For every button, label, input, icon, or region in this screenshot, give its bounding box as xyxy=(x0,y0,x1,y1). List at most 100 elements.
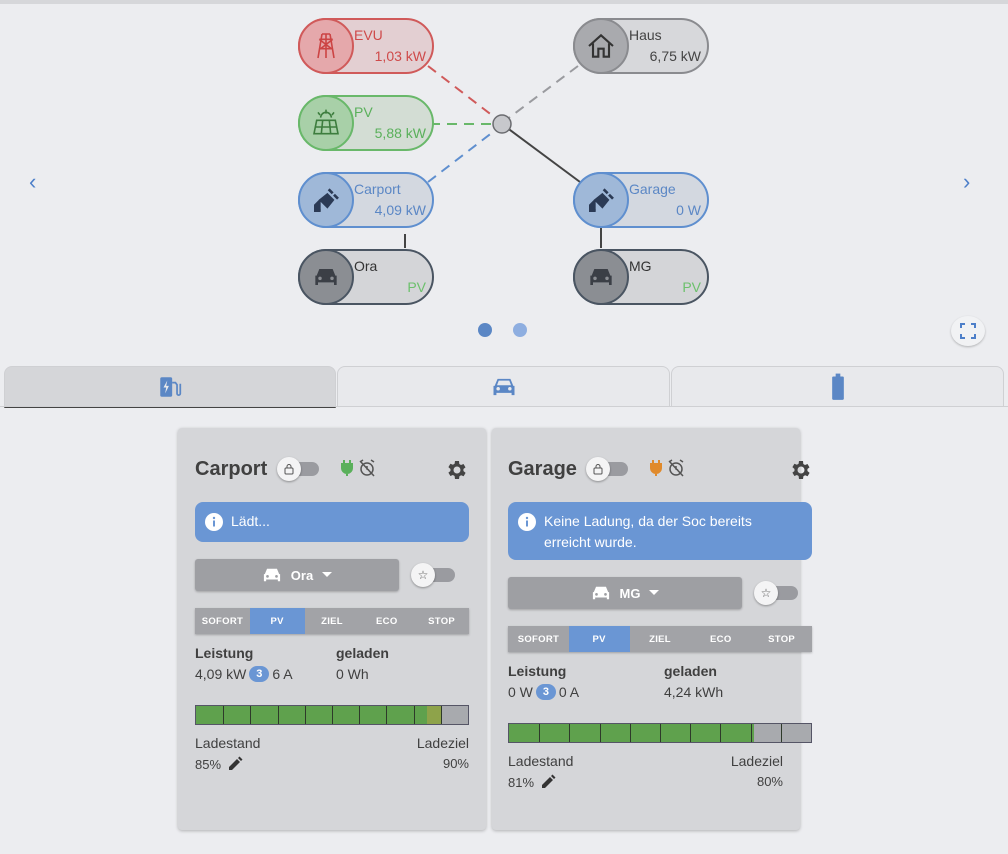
tab-battery[interactable] xyxy=(671,366,1004,407)
node-haus[interactable]: Haus 6,75 kW xyxy=(573,18,709,74)
vehicle-select-button[interactable]: Ora xyxy=(195,559,399,591)
caret-down-icon xyxy=(649,590,660,595)
status-icons xyxy=(340,459,376,477)
soc-segment-divider xyxy=(332,706,333,724)
geladen-value: 4,24 kWh xyxy=(664,684,724,700)
node-ora[interactable]: Ora PV xyxy=(298,249,434,305)
soc-segment-divider xyxy=(277,706,279,724)
node-pv-value: 5,88 kW xyxy=(374,125,426,141)
mode-pv[interactable]: PV xyxy=(249,608,305,634)
soc-segment-divider xyxy=(539,724,541,742)
soc-segment-divider xyxy=(386,706,388,724)
node-carport-value: 4,09 kW xyxy=(374,202,426,218)
geladen-value: 0 Wh xyxy=(336,666,369,682)
soc-segment-divider xyxy=(569,724,571,742)
node-mg[interactable]: MG PV xyxy=(573,249,709,305)
soc-segment-divider xyxy=(750,724,752,742)
lock-toggle[interactable] xyxy=(586,457,630,481)
tab-charge-points[interactable] xyxy=(4,366,336,408)
ladestand-value: 81% xyxy=(508,774,556,790)
soc-fill xyxy=(509,724,754,742)
top-border xyxy=(0,0,1008,4)
settings-gear-icon[interactable] xyxy=(788,458,812,482)
power-kw: 0 W xyxy=(508,684,533,700)
prev-page-button[interactable]: ‹ xyxy=(29,169,37,194)
soc-segment-divider xyxy=(304,706,306,724)
info-text: Keine Ladung, da der Soc bereits erreich… xyxy=(544,513,752,550)
charge-point-card-garage: Garage Keine Ladung, da der Soc bereits … xyxy=(492,428,812,830)
fullscreen-button[interactable] xyxy=(951,316,985,346)
house-icon xyxy=(573,18,629,74)
next-page-button[interactable]: › xyxy=(963,169,971,194)
info-message: Lädt... xyxy=(195,502,469,542)
node-mg-label: MG xyxy=(629,258,652,274)
plug-icon xyxy=(650,460,662,476)
soc-segment-divider xyxy=(250,706,252,724)
page-dot-2[interactable] xyxy=(513,323,527,337)
alarm-off-icon xyxy=(668,459,684,477)
lock-toggle[interactable] xyxy=(277,457,321,481)
ladestand-value: 85% xyxy=(195,756,243,772)
soc-segment-divider xyxy=(413,706,415,724)
mode-eco[interactable]: ECO xyxy=(359,608,415,634)
flow-hub xyxy=(492,114,512,134)
node-ora-value: PV xyxy=(407,279,426,295)
power-flow-diagram: EVU 1,03 kW PV 5,88 kW Carport 4,09 kW O… xyxy=(0,4,1008,358)
node-pv-label: PV xyxy=(354,104,373,120)
car-icon xyxy=(592,586,609,600)
lock-icon xyxy=(586,457,610,481)
car-icon xyxy=(263,568,280,582)
soc-segment-divider xyxy=(780,724,782,742)
node-evu-label: EVU xyxy=(354,27,383,43)
node-mg-value: PV xyxy=(682,279,701,295)
mode-pv[interactable]: PV xyxy=(568,626,630,652)
soc-fill xyxy=(196,706,428,724)
mode-stop[interactable]: STOP xyxy=(751,626,812,652)
node-ora-label: Ora xyxy=(354,258,378,274)
geladen-label: geladen xyxy=(336,645,389,661)
phase-count-badge: 3 xyxy=(535,684,556,700)
edit-pencil-icon[interactable] xyxy=(227,756,243,772)
soc-percent: 81% xyxy=(508,774,535,790)
vehicle-select-button[interactable]: MG xyxy=(508,577,742,609)
node-pv[interactable]: PV 5,88 kW xyxy=(298,95,434,151)
page-dot-1[interactable] xyxy=(478,323,492,337)
soc-segment-divider xyxy=(690,724,692,742)
flow-line-carport xyxy=(427,124,503,183)
status-icons xyxy=(649,459,685,477)
leistung-label: Leistung xyxy=(508,663,567,679)
mode-sofort[interactable]: SOFORT xyxy=(195,608,250,634)
leistung-value: 4,09 kW 3 6 A xyxy=(195,666,293,682)
card-title: Carport xyxy=(195,458,268,480)
node-garage[interactable]: Garage 0 W xyxy=(573,172,709,228)
vehicle-name: Ora xyxy=(290,567,314,583)
mode-sofort[interactable]: SOFORT xyxy=(508,626,569,652)
plug-shape xyxy=(341,460,353,476)
node-carport[interactable]: Carport 4,09 kW xyxy=(298,172,434,228)
alarm-off-icon xyxy=(359,459,375,477)
mode-eco[interactable]: ECO xyxy=(690,626,752,652)
ladeziel-label: Ladeziel xyxy=(416,735,469,751)
node-evu[interactable]: EVU 1,03 kW xyxy=(298,18,434,74)
mode-ziel[interactable]: ZIEL xyxy=(629,626,691,652)
info-icon xyxy=(205,513,223,531)
mode-ziel[interactable]: ZIEL xyxy=(304,608,360,634)
tab-vehicles[interactable] xyxy=(337,366,670,407)
mode-stop[interactable]: STOP xyxy=(414,608,469,634)
ladeziel-label: Ladeziel xyxy=(730,753,783,769)
plug-icon xyxy=(341,460,353,476)
info-text: Lädt... xyxy=(231,513,270,529)
soc-target-fill xyxy=(427,706,441,724)
node-evu-value: 1,03 kW xyxy=(374,48,426,64)
leistung-value: 0 W 3 0 A xyxy=(508,684,579,700)
lock-icon xyxy=(277,457,301,481)
info-icon xyxy=(518,513,536,531)
edit-pencil-icon[interactable] xyxy=(540,774,556,790)
favorite-toggle[interactable]: ☆ xyxy=(754,581,800,605)
settings-gear-icon[interactable] xyxy=(444,458,468,482)
favorite-toggle[interactable]: ☆ xyxy=(411,563,457,587)
soc-segment-divider xyxy=(660,724,661,742)
soc-bar xyxy=(195,705,469,725)
plug-shape xyxy=(650,460,662,476)
